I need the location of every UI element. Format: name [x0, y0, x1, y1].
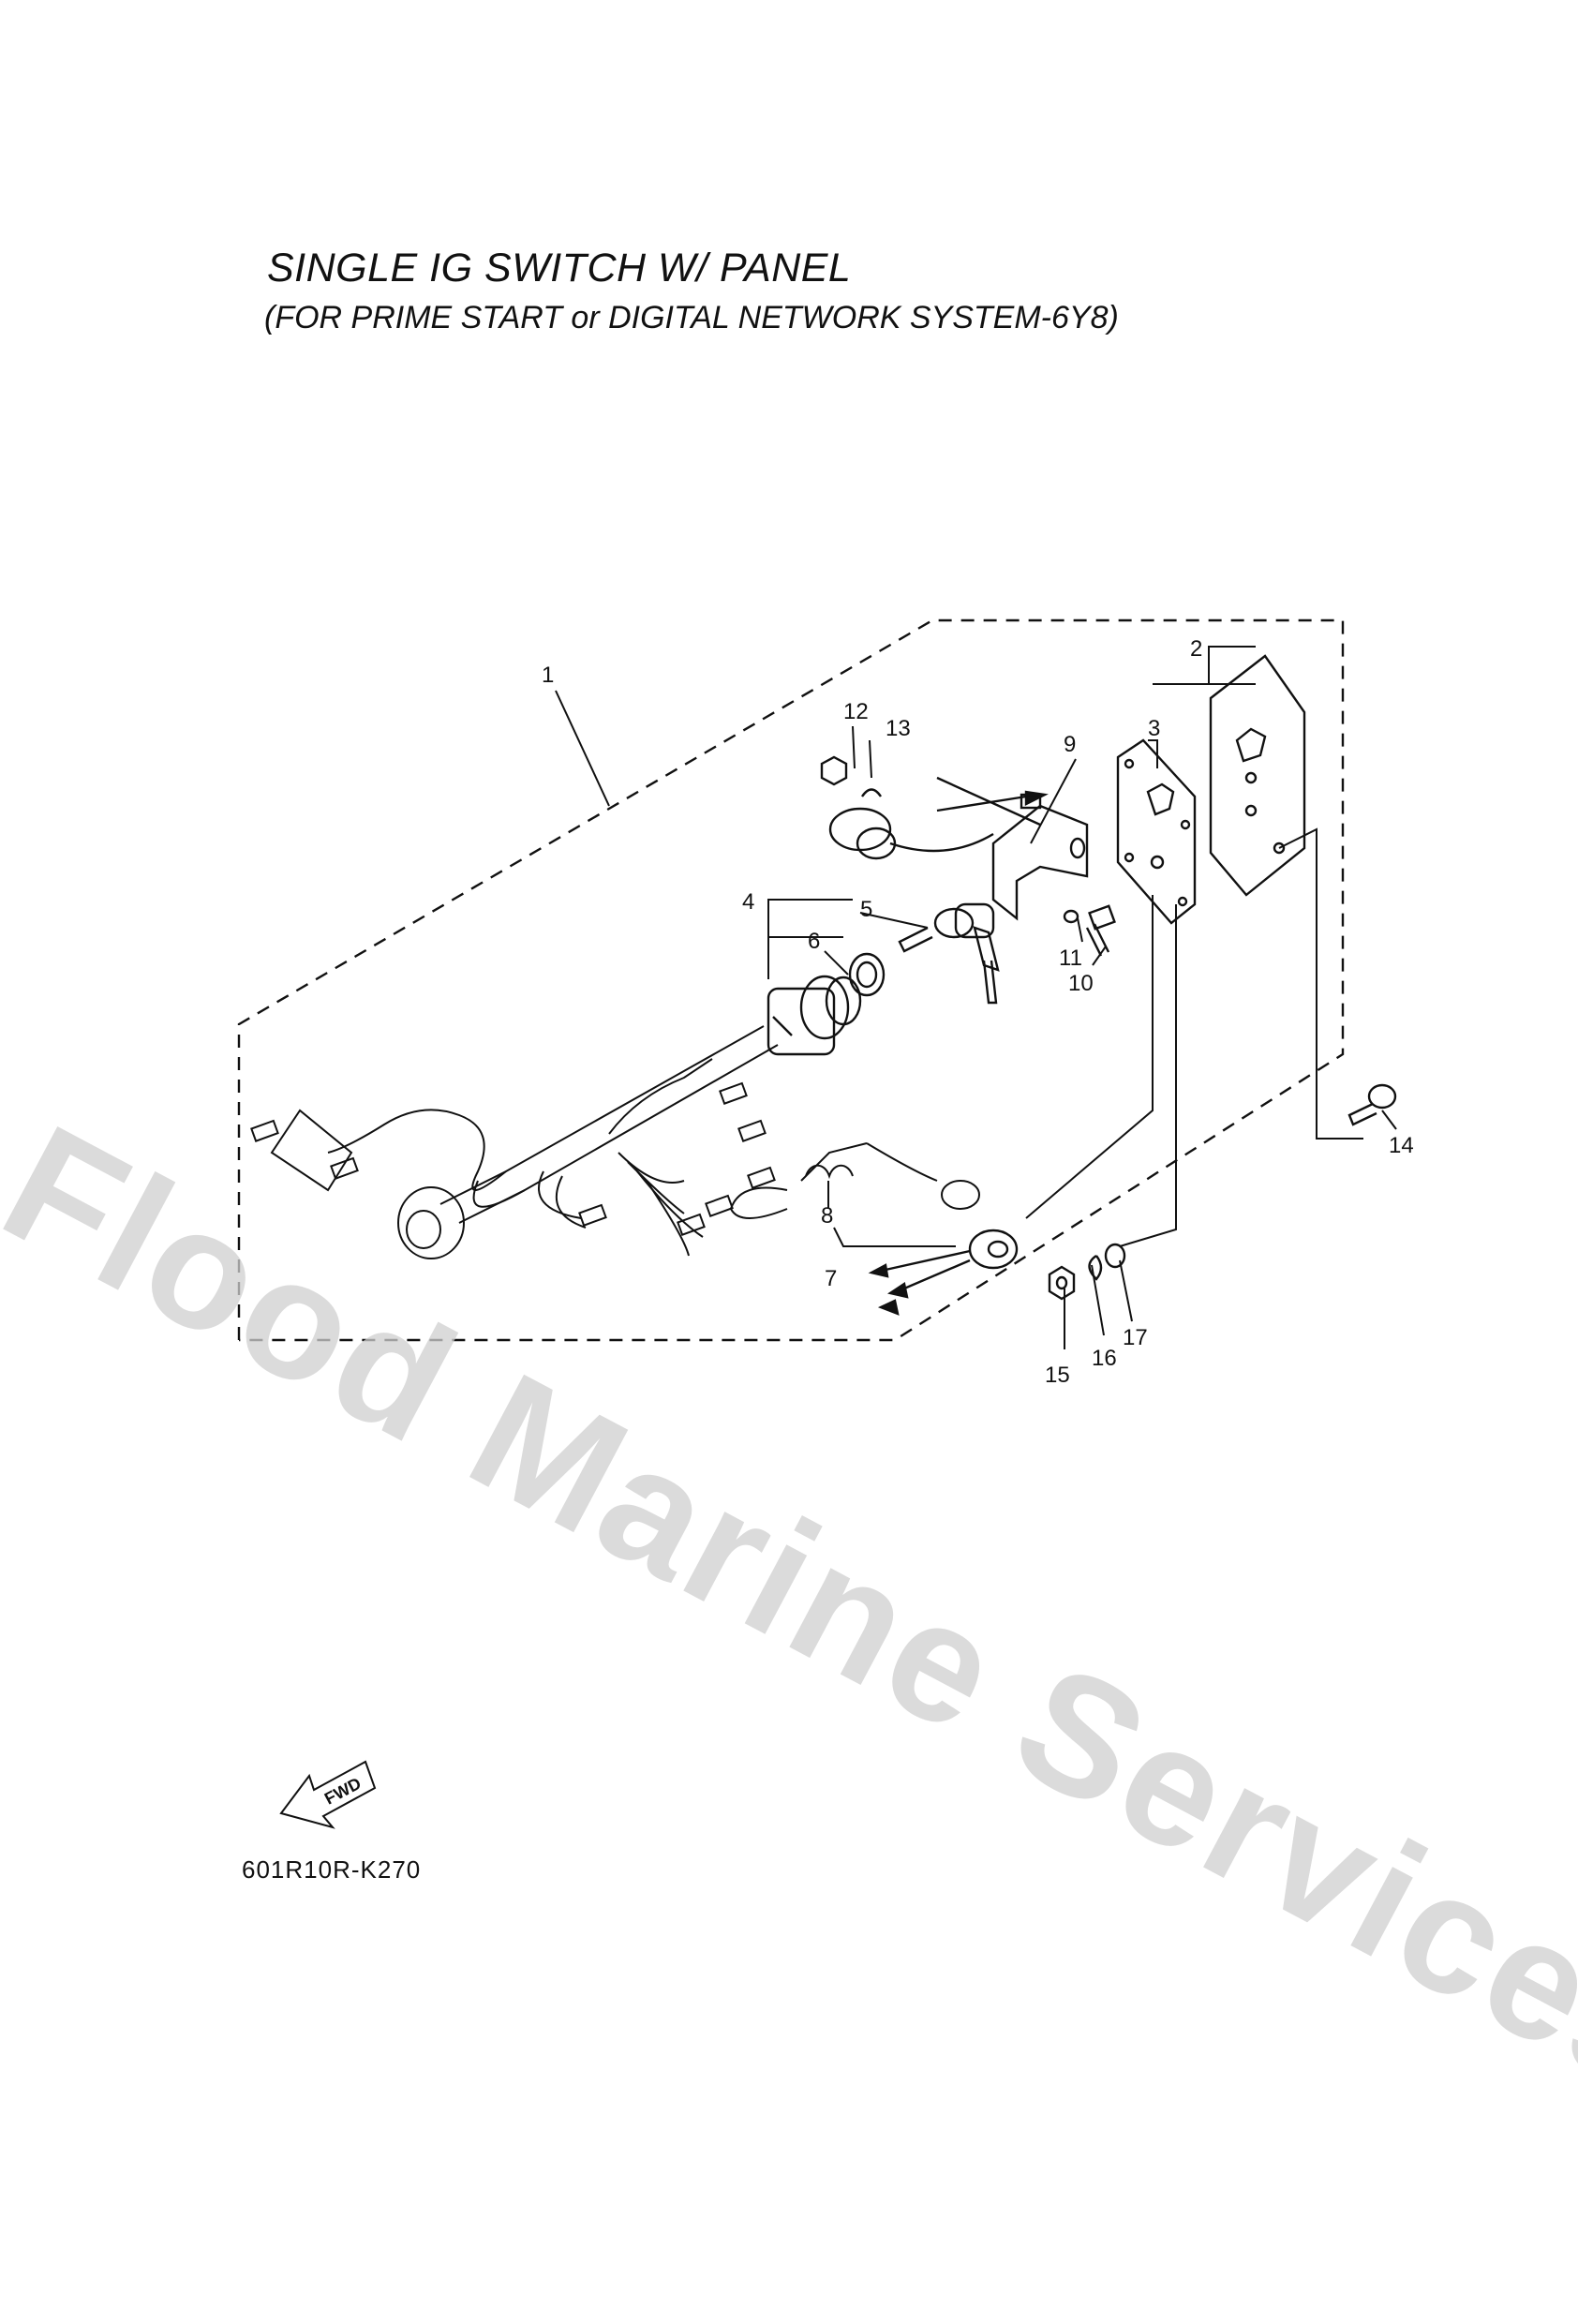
callout-16: 16: [1092, 1346, 1117, 1371]
fwd-label: FWD: [321, 1774, 365, 1809]
washer-11: [1063, 909, 1079, 924]
screw-10: [1085, 904, 1116, 957]
callout-17: 17: [1123, 1325, 1148, 1350]
callout-14: 14: [1389, 1133, 1414, 1158]
fwd-arrow-icon: FWD: [279, 1760, 377, 1829]
assembly-boundary: [237, 618, 1345, 1342]
callout-5: 5: [860, 897, 872, 922]
grommet-6: [848, 952, 886, 997]
callout-10: 10: [1068, 971, 1094, 996]
key-switch-5: [898, 902, 1000, 1005]
callout-2: 2: [1190, 636, 1202, 662]
switch-body-4: [767, 975, 862, 1056]
callout-9: 9: [1064, 732, 1076, 757]
callout-8: 8: [821, 1203, 833, 1229]
screw-14: [1347, 1083, 1397, 1126]
callout-1: 1: [542, 663, 554, 688]
diagram-subtitle: (FOR PRIME START or DIGITAL NETWORK SYST…: [264, 300, 1119, 335]
wire-harness: [250, 1025, 779, 1259]
callout-4: 4: [742, 889, 754, 915]
callout-11: 11: [1059, 946, 1082, 971]
washer-17: [1104, 1243, 1126, 1269]
callout-7: 7: [825, 1266, 837, 1291]
stop-switch-7: [868, 1229, 1019, 1316]
lanyard-8: [729, 1142, 980, 1219]
callout-12: 12: [843, 699, 869, 724]
nut-12: [820, 755, 848, 786]
diagram-title: SINGLE IG SWITCH W/ PANEL: [267, 246, 852, 290]
diagram-code: 601R10R-K270: [242, 1855, 422, 1884]
washer-16: [1088, 1255, 1103, 1281]
callout-13: 13: [886, 716, 911, 741]
nut-15: [1048, 1265, 1076, 1301]
callout-15: 15: [1045, 1363, 1070, 1388]
arrow-pins: [936, 790, 1049, 812]
callout-3: 3: [1148, 716, 1160, 741]
callout-6: 6: [808, 929, 820, 954]
cap-13: [828, 788, 994, 860]
callout-numbers: 1 2 3 4 5 6 7 8 9 10 11 12 13 14 15 16 1…: [542, 636, 1414, 1388]
bracket-9: [936, 776, 1089, 921]
plate-3: [1116, 738, 1197, 925]
leader-lines: [555, 646, 1397, 1349]
panel-2: [1209, 654, 1306, 897]
